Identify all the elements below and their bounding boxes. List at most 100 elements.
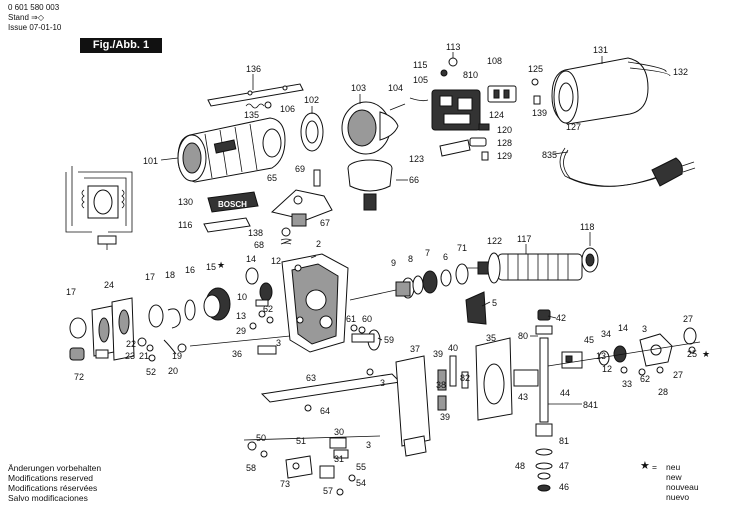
bearing-71 [455,263,469,285]
bearing-118 [581,247,599,273]
label-120: 120 [497,125,512,135]
screw-125 [531,78,539,86]
note-fr: Modifications réservées [8,483,98,493]
issue-row: Issue 07-01-10 [8,23,61,33]
axis-line-c [547,341,701,367]
label-34: 34 [601,329,611,339]
label-15: 15 [206,262,216,272]
label-131: 131 [593,45,608,55]
part-55 [348,474,356,482]
part-138 [281,227,291,237]
leader-lines [160,52,603,341]
legend-word-fr: nouveau [666,482,699,492]
label-128: 128 [497,138,512,148]
label-3a: 3 [276,338,281,348]
part-28 [656,366,664,374]
label-139: 139 [532,108,547,118]
part-67 [291,213,307,227]
label-33: 33 [622,379,632,389]
label-12a: 12 [271,256,281,266]
label-66: 66 [409,175,419,185]
part-57 [319,465,335,479]
screw-106 [264,101,272,109]
armature-117 [460,253,583,281]
lead-104 [409,97,429,102]
label-103: 103 [351,83,366,93]
label-73: 73 [280,479,290,489]
legend-word-en: new [666,472,682,482]
part-52 [148,354,156,362]
label-108: 108 [487,56,502,66]
guide-43 [513,369,539,387]
label-841: 841 [583,400,598,410]
label-61: 61 [346,314,356,324]
label-105: 105 [413,75,428,85]
label-116: 116 [178,220,192,230]
label-45: 45 [584,335,594,345]
fan-122 [487,252,501,284]
part-23 [137,337,147,347]
screw-13 [258,310,266,318]
label-136: 136 [246,64,261,74]
part-139 [533,95,541,105]
part-number-labels: 136 135 106 102 103 101 113 115 810 105 … [66,42,710,496]
knob-59 [351,329,381,351]
label-21: 21 [139,351,149,361]
label-65: 65 [267,173,277,183]
part-60 [358,326,366,334]
label-39b: 39 [440,412,450,422]
bearing-bracket-102 [300,112,324,152]
label-54: 54 [356,478,366,488]
label-72: 72 [74,372,84,382]
label-101: 101 [143,156,158,166]
brush-rail-136 [207,83,304,107]
part-72 [69,347,85,361]
label-13b: 13 [596,351,606,361]
label-46: 46 [559,482,569,492]
label-17b: 17 [145,272,155,282]
label-6: 6 [443,252,448,262]
label-62a: 62 [263,304,273,314]
modification-notes: Änderungen vorbehalten Modifications res… [8,463,101,503]
label-17a: 17 [66,287,76,297]
washer-16 [184,299,196,321]
label-43: 43 [518,392,528,402]
star-icon: ★ [640,460,650,472]
note-es: Salvo modificaciones [8,493,88,503]
label-12b: 12 [602,364,612,374]
label-51: 51 [296,436,306,446]
label-28: 28 [658,387,668,397]
screw-113 [448,57,458,67]
label-135: 135 [244,110,259,120]
label-132: 132 [673,67,688,77]
label-20: 20 [168,366,178,376]
label-36: 36 [232,349,242,359]
eccentric-3 [639,333,673,367]
label-104: 104 [388,83,403,93]
part-82 [461,371,469,389]
label-24: 24 [104,280,114,290]
star-15: ★ [217,260,225,270]
note-en: Modifications reserved [8,473,94,483]
label-44: 44 [560,388,570,398]
gear-15 [203,287,231,321]
label-129: 129 [497,151,512,161]
guide-5 [465,291,487,325]
label-5: 5 [492,298,497,308]
part-22 [95,349,109,359]
label-14b: 14 [618,323,628,333]
roller-38 [437,369,447,411]
clamp-30-31 [329,437,349,459]
label-31: 31 [334,454,344,464]
part-61 [350,324,358,332]
switch-module-108 [487,85,517,103]
label-113: 113 [446,42,460,52]
field-coil-103 [341,101,406,155]
label-29: 29 [236,326,246,336]
label-106: 106 [280,104,295,114]
label-13a: 13 [236,311,246,321]
label-9: 9 [391,258,396,268]
label-63: 63 [306,373,316,383]
label-80: 80 [518,331,528,341]
